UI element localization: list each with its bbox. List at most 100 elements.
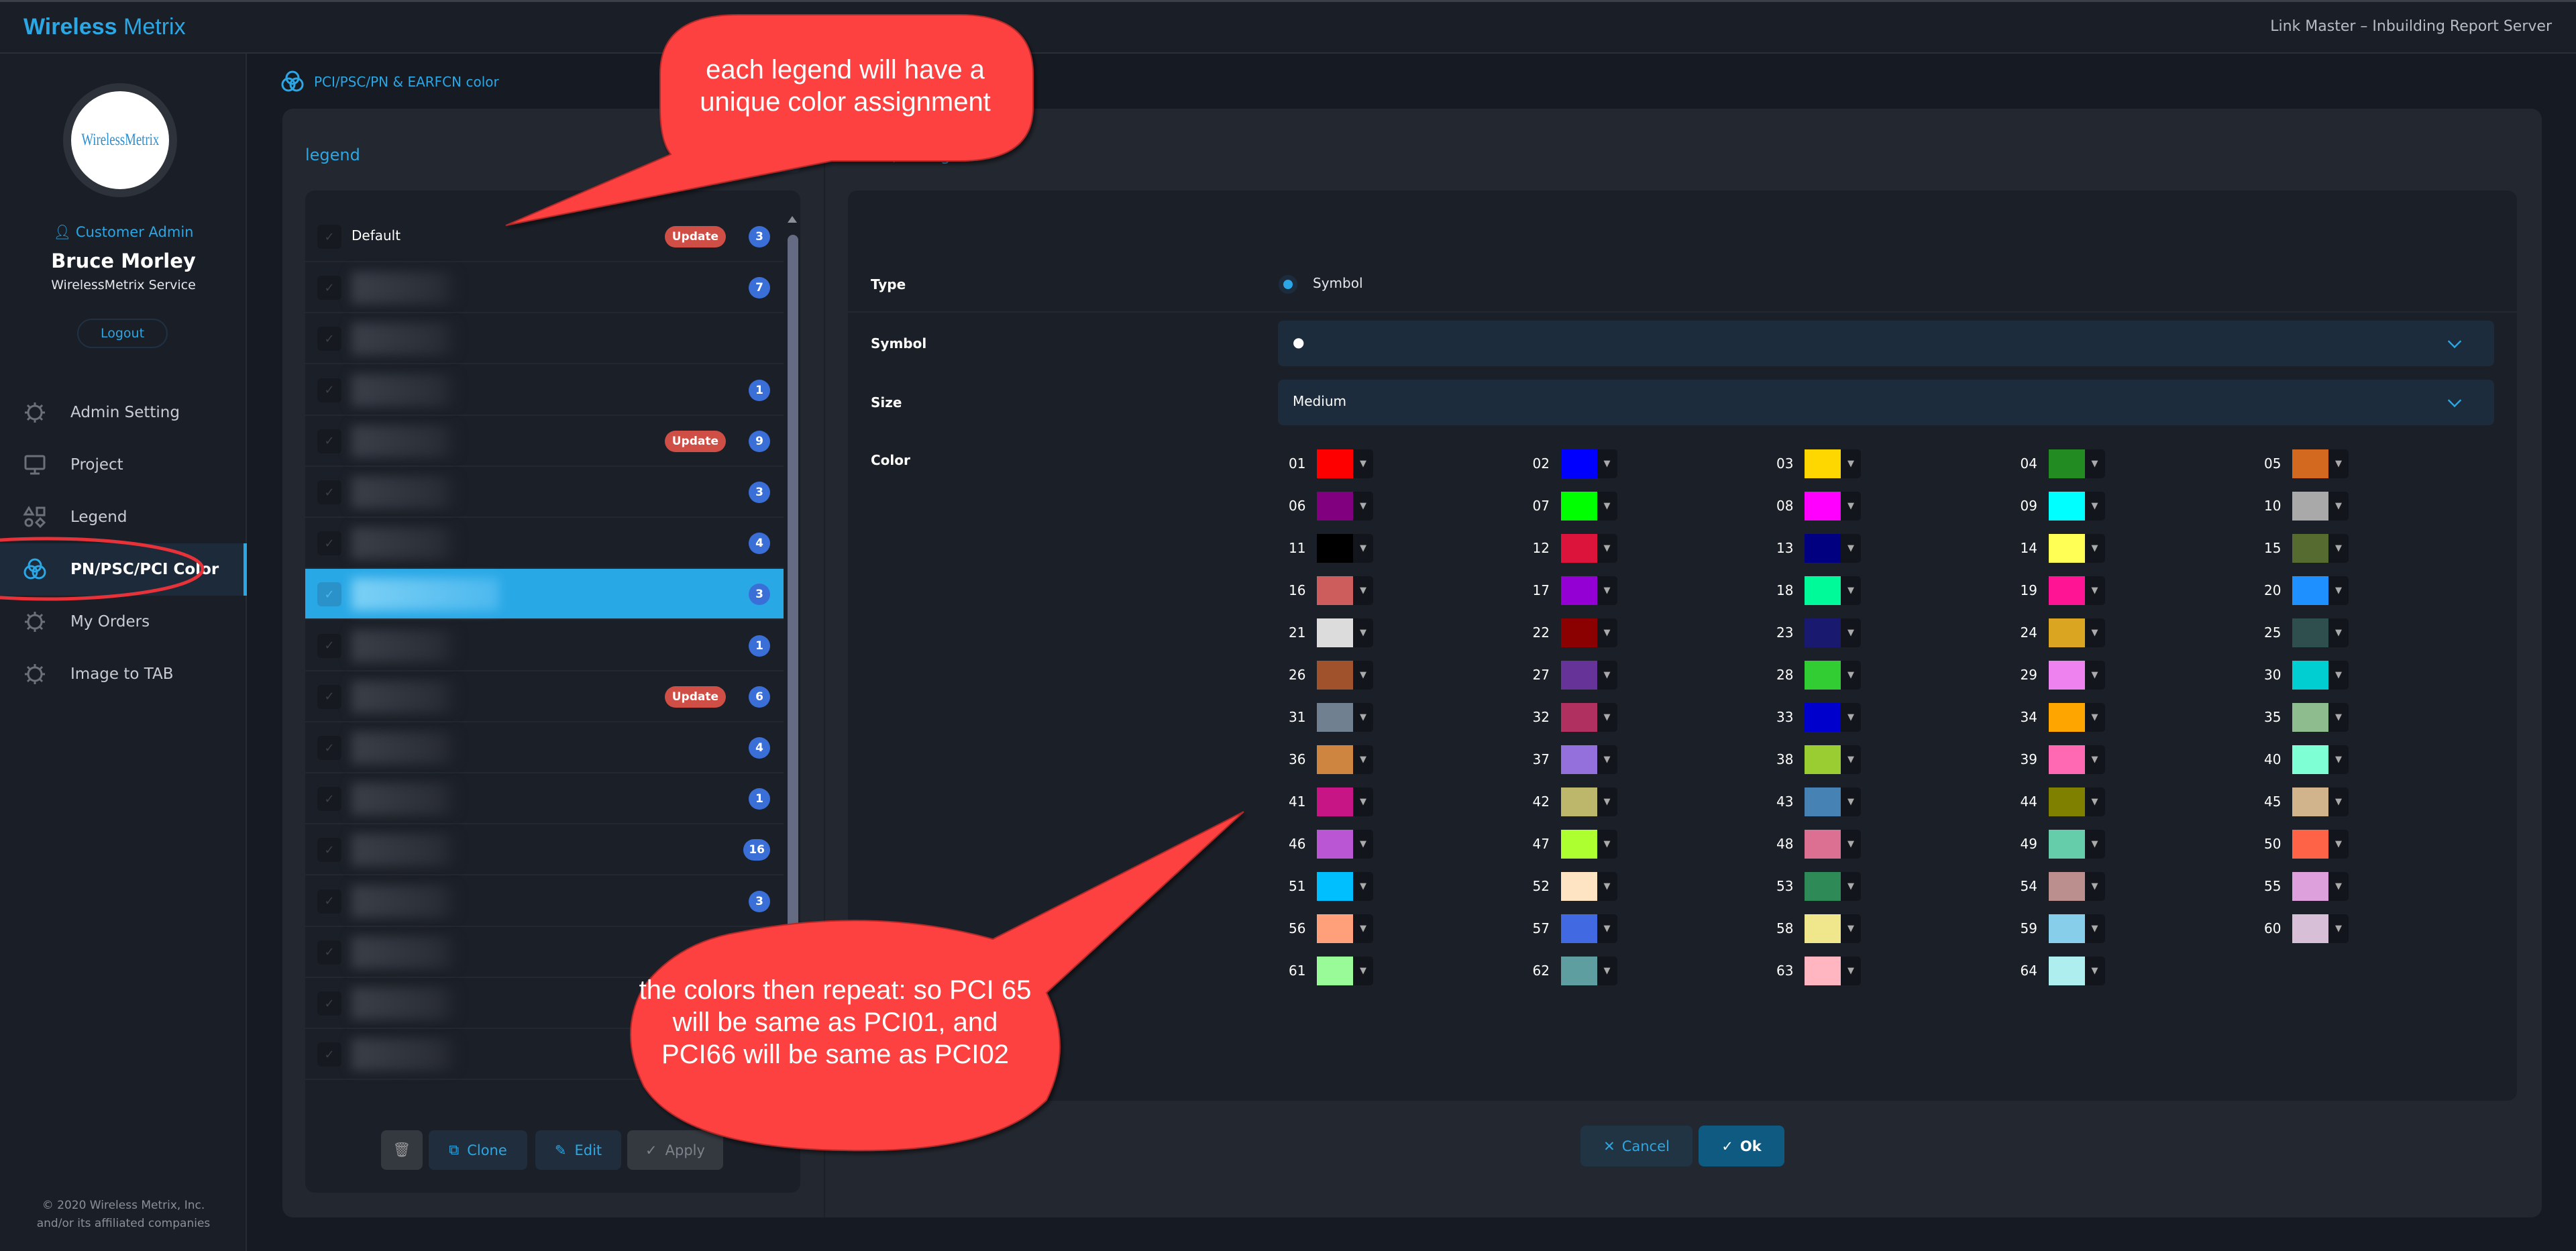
color-swatch[interactable] [1805, 703, 1841, 732]
caret-down-icon[interactable]: ▼ [2084, 957, 2105, 985]
color-swatch[interactable] [2292, 914, 2328, 943]
caret-down-icon[interactable]: ▼ [2084, 872, 2105, 901]
edit-button[interactable]: ✎Edit [535, 1130, 621, 1170]
caret-down-icon[interactable]: ▼ [1597, 872, 1617, 901]
color-swatch[interactable] [1805, 449, 1841, 478]
caret-down-icon[interactable]: ▼ [1841, 449, 1861, 478]
legend-list-item[interactable]: ✓1 [305, 365, 784, 416]
color-swatch[interactable] [2048, 830, 2085, 859]
caret-down-icon[interactable]: ▼ [1353, 534, 1373, 563]
row-checkbox[interactable]: ✓ [317, 633, 341, 658]
legend-list-item[interactable]: ✓4 [305, 722, 784, 773]
color-swatch[interactable] [1317, 492, 1353, 521]
caret-down-icon[interactable]: ▼ [2084, 449, 2105, 478]
delete-button[interactable]: 🗑︎ [381, 1130, 423, 1170]
scroll-up-arrow[interactable] [788, 216, 797, 223]
color-swatch[interactable] [2048, 492, 2085, 521]
caret-down-icon[interactable]: ▼ [1353, 914, 1373, 943]
color-swatch[interactable] [2048, 914, 2085, 943]
cancel-button[interactable]: ✕Cancel [1580, 1126, 1693, 1166]
color-swatch[interactable] [1805, 492, 1841, 521]
legend-list-item[interactable]: ✓4 [305, 518, 784, 569]
caret-down-icon[interactable]: ▼ [1597, 576, 1617, 605]
caret-down-icon[interactable]: ▼ [1841, 703, 1861, 732]
caret-down-icon[interactable]: ▼ [1841, 618, 1861, 647]
legend-list-item[interactable]: ✓3 [305, 467, 784, 518]
row-checkbox[interactable]: ✓ [317, 991, 341, 1016]
color-swatch[interactable] [2292, 618, 2328, 647]
update-badge[interactable]: Update [664, 686, 726, 708]
caret-down-icon[interactable]: ▼ [1841, 745, 1861, 774]
color-swatch[interactable] [2048, 957, 2085, 985]
caret-down-icon[interactable]: ▼ [1841, 914, 1861, 943]
color-swatch[interactable] [1560, 703, 1597, 732]
caret-down-icon[interactable]: ▼ [2328, 914, 2349, 943]
row-checkbox[interactable]: ✓ [317, 327, 341, 351]
caret-down-icon[interactable]: ▼ [2084, 661, 2105, 690]
caret-down-icon[interactable]: ▼ [1353, 661, 1373, 690]
color-swatch[interactable] [2292, 703, 2328, 732]
caret-down-icon[interactable]: ▼ [1841, 661, 1861, 690]
color-swatch[interactable] [2292, 745, 2328, 774]
row-checkbox[interactable]: ✓ [317, 225, 341, 249]
color-swatch[interactable] [2048, 872, 2085, 901]
caret-down-icon[interactable]: ▼ [1353, 576, 1373, 605]
color-swatch[interactable] [2292, 661, 2328, 690]
sidebar-item-project[interactable]: Project [0, 439, 247, 491]
legend-list-item[interactable]: ✓ [305, 978, 784, 1029]
color-swatch[interactable] [1317, 618, 1353, 647]
caret-down-icon[interactable]: ▼ [1597, 618, 1617, 647]
caret-down-icon[interactable]: ▼ [1841, 957, 1861, 985]
color-swatch[interactable] [2292, 787, 2328, 816]
color-swatch[interactable] [2292, 830, 2328, 859]
color-swatch[interactable] [1560, 661, 1597, 690]
caret-down-icon[interactable]: ▼ [1353, 492, 1373, 521]
row-checkbox[interactable]: ✓ [317, 378, 341, 402]
caret-down-icon[interactable]: ▼ [2084, 492, 2105, 521]
brand-logo[interactable]: Wireless Metrix [23, 14, 186, 40]
color-swatch[interactable] [1805, 830, 1841, 859]
color-swatch[interactable] [1560, 492, 1597, 521]
caret-down-icon[interactable]: ▼ [1353, 830, 1373, 859]
caret-down-icon[interactable]: ▼ [1597, 703, 1617, 732]
color-swatch[interactable] [1560, 957, 1597, 985]
caret-down-icon[interactable]: ▼ [1597, 492, 1617, 521]
sidebar-item-my-orders[interactable]: My Orders [0, 596, 247, 648]
color-swatch[interactable] [1317, 872, 1353, 901]
legend-list-item[interactable]: ✓1 [305, 620, 784, 671]
caret-down-icon[interactable]: ▼ [1353, 618, 1373, 647]
color-swatch[interactable] [1805, 576, 1841, 605]
caret-down-icon[interactable]: ▼ [1353, 787, 1373, 816]
color-swatch[interactable] [1560, 830, 1597, 859]
legend-list-item[interactable]: ✓7 [305, 262, 784, 314]
update-badge[interactable]: Update [664, 430, 726, 452]
apply-button[interactable]: ✓Apply [627, 1130, 723, 1170]
color-swatch[interactable] [2292, 534, 2328, 563]
caret-down-icon[interactable]: ▼ [2084, 703, 2105, 732]
caret-down-icon[interactable]: ▼ [2084, 745, 2105, 774]
color-swatch[interactable] [1560, 618, 1597, 647]
caret-down-icon[interactable]: ▼ [2084, 787, 2105, 816]
color-swatch[interactable] [1560, 745, 1597, 774]
color-swatch[interactable] [1317, 449, 1353, 478]
caret-down-icon[interactable]: ▼ [1597, 534, 1617, 563]
color-swatch[interactable] [1317, 787, 1353, 816]
caret-down-icon[interactable]: ▼ [1841, 830, 1861, 859]
symbol-select[interactable]: ● [1278, 321, 2494, 366]
color-swatch[interactable] [2292, 872, 2328, 901]
sidebar-item-admin-setting[interactable]: Admin Setting [0, 386, 247, 439]
color-swatch[interactable] [1560, 449, 1597, 478]
caret-down-icon[interactable]: ▼ [2084, 534, 2105, 563]
caret-down-icon[interactable]: ▼ [1353, 957, 1373, 985]
caret-down-icon[interactable]: ▼ [1597, 914, 1617, 943]
color-swatch[interactable] [2048, 449, 2085, 478]
row-checkbox[interactable]: ✓ [317, 429, 341, 453]
row-checkbox[interactable]: ✓ [317, 787, 341, 812]
color-swatch[interactable] [2048, 703, 2085, 732]
row-checkbox[interactable]: ✓ [317, 531, 341, 556]
color-swatch[interactable] [1317, 703, 1353, 732]
row-checkbox[interactable]: ✓ [317, 276, 341, 301]
legend-list-item[interactable]: ✓16 [305, 824, 784, 876]
